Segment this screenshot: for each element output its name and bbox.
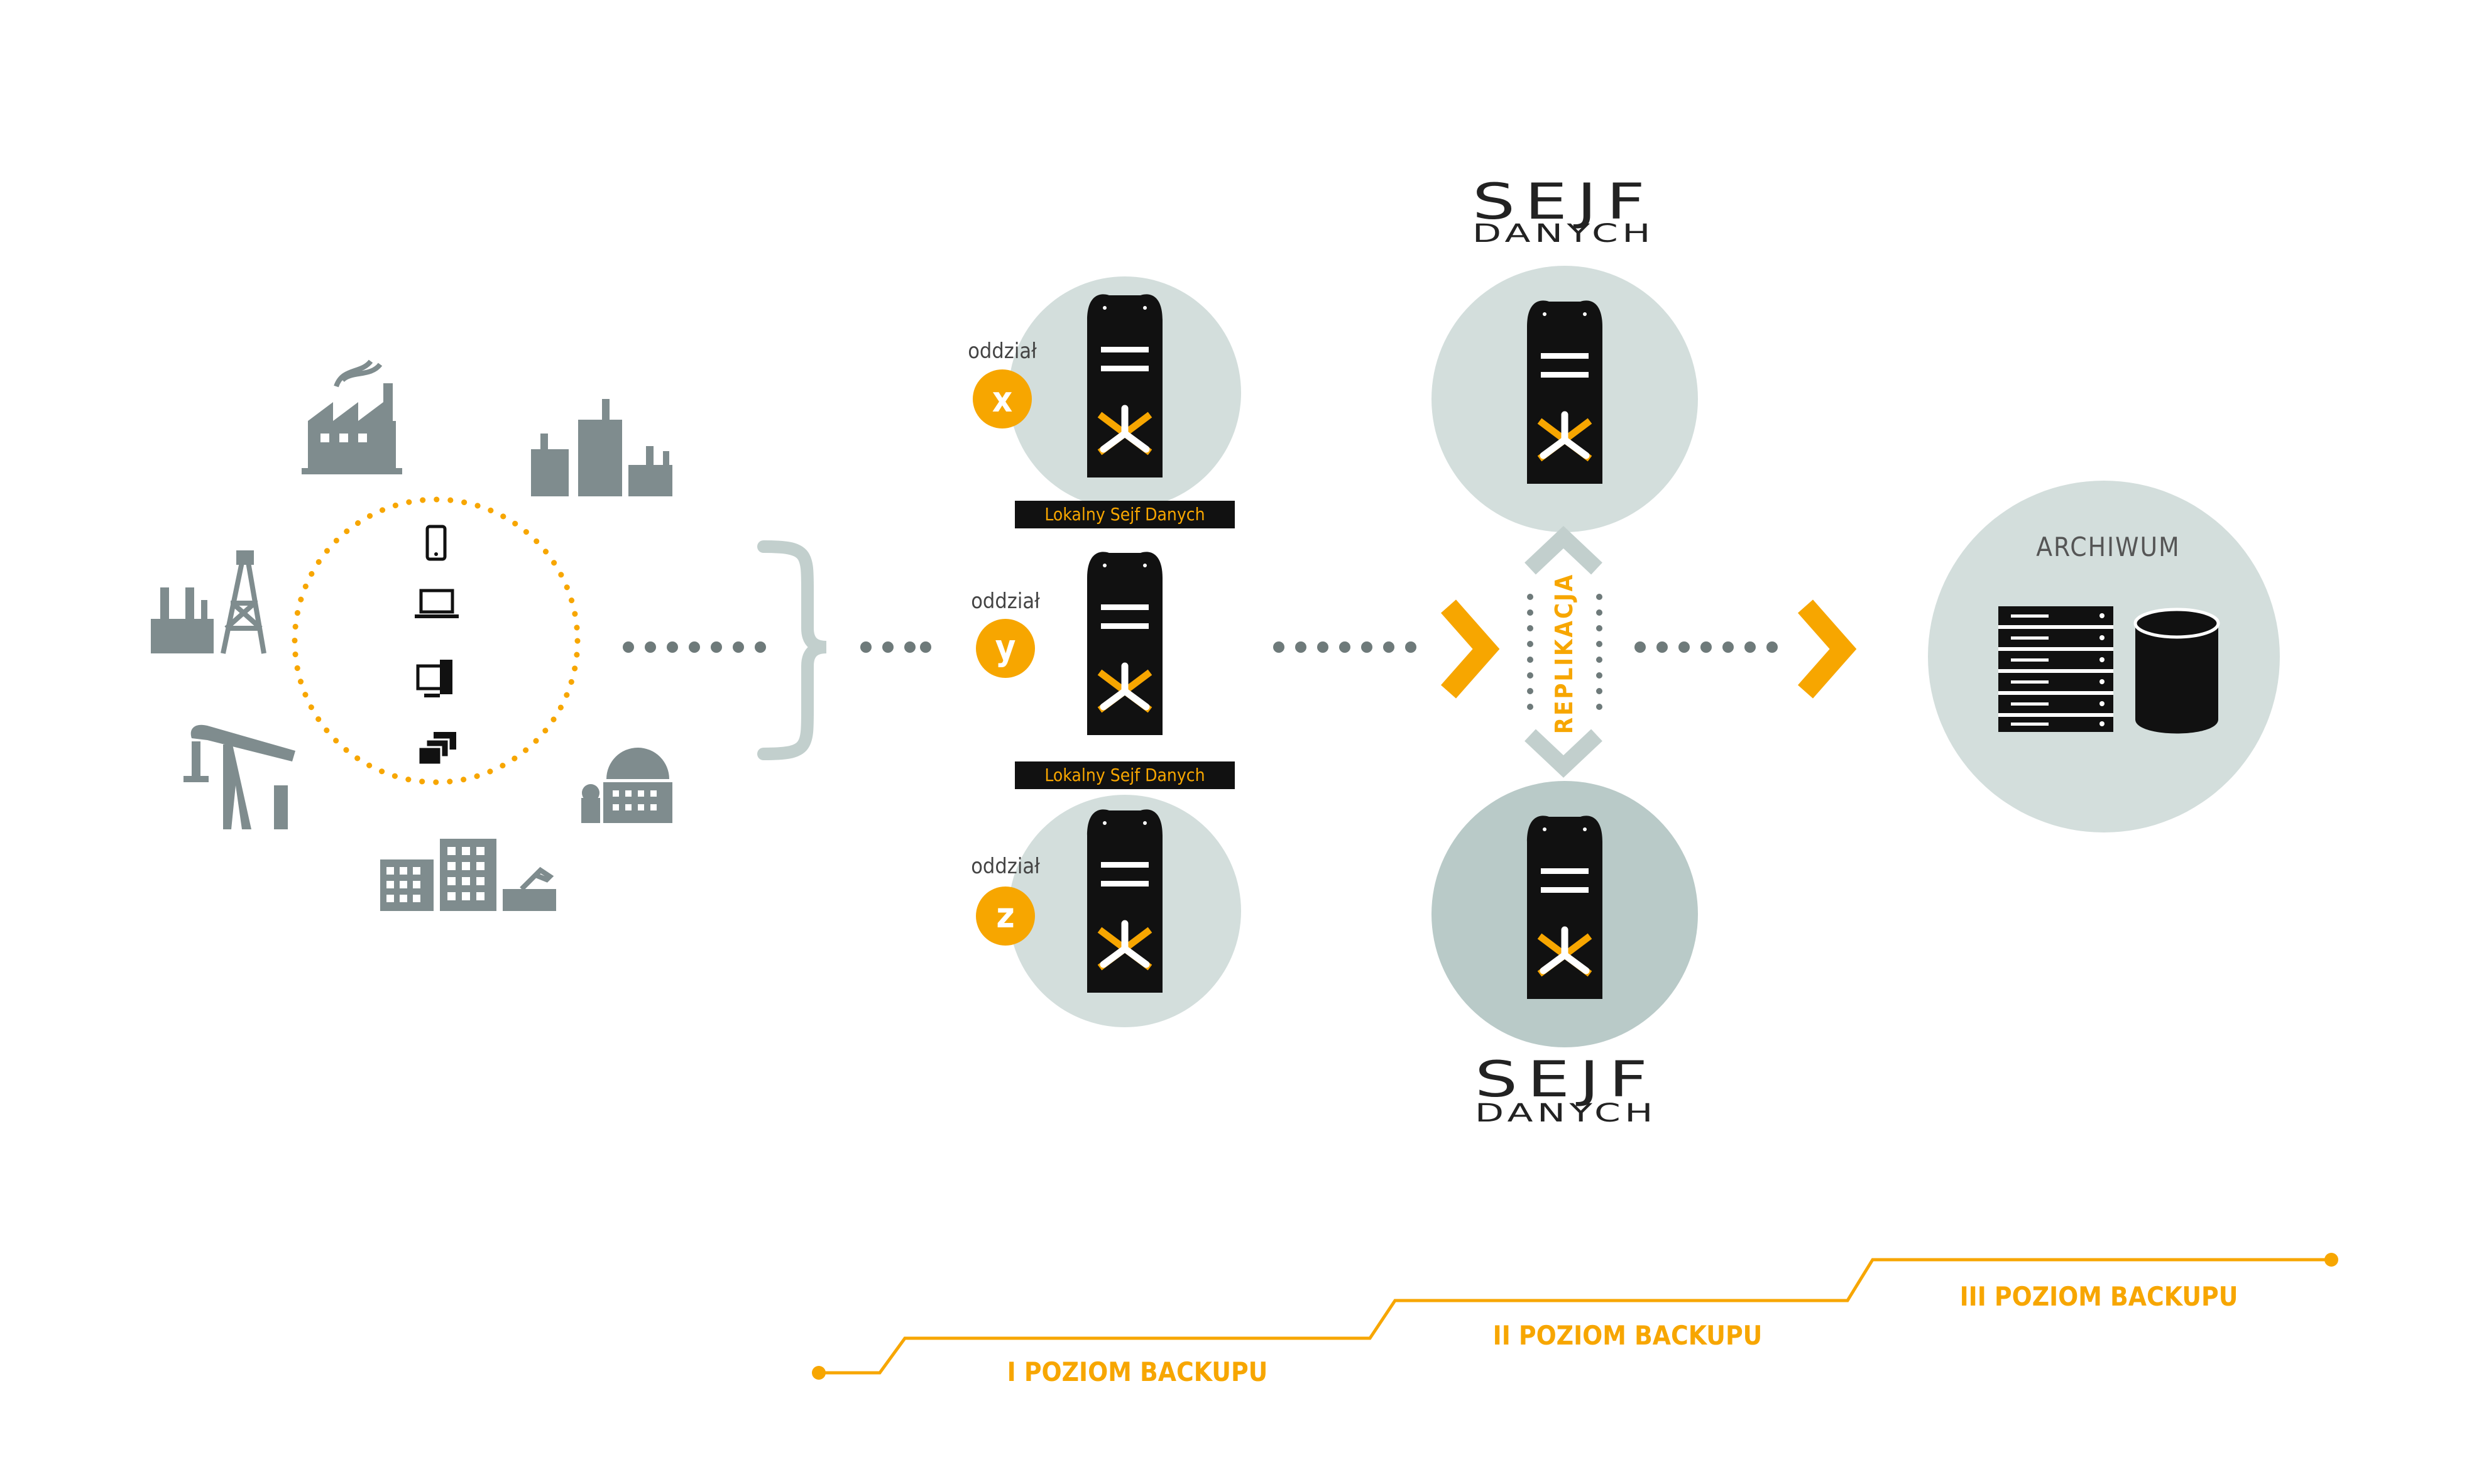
branch-x-letter: x	[992, 379, 1012, 420]
industrial-plant-icon	[531, 399, 672, 496]
brand-bottom: SEJF DANYCH	[1475, 1052, 1657, 1128]
devices-circle	[292, 496, 581, 785]
branch-y-prefix: oddział	[971, 589, 1040, 614]
brand-bottom-line2: DANYCH	[1475, 1099, 1657, 1128]
brand-bottom-line1: SEJF	[1475, 1052, 1657, 1108]
factory-smoke-icon	[302, 359, 402, 474]
domed-building-icon	[581, 748, 672, 823]
central-safe-bottom	[1431, 781, 1698, 1047]
connector-dots-2	[860, 641, 931, 653]
branch-x: oddział x Lokalny Sejf Danych	[968, 276, 1241, 528]
refinery-icon	[151, 587, 214, 653]
connector-dots-3	[1273, 641, 1416, 653]
archive-label: ARCHIWUM	[2036, 532, 2181, 562]
branch-y-tag: Lokalny Sejf Danych	[1044, 765, 1205, 785]
arrow-chevron-1	[1441, 599, 1500, 699]
laptop-icon	[415, 589, 459, 618]
branch-y-letter: y	[995, 628, 1016, 668]
branch-x-prefix: oddział	[968, 339, 1037, 364]
server-rack-icon	[1998, 606, 2113, 732]
brand-top: SEJF DANYCH	[1472, 174, 1655, 248]
brand-top-line1: SEJF	[1472, 174, 1655, 231]
replication-arrows: REPLIKACJA	[1524, 526, 1602, 778]
level-end-dot	[2324, 1253, 2338, 1267]
files-icon	[417, 732, 456, 766]
branch-y-badge	[976, 619, 1035, 678]
office-buildings-icon	[380, 839, 556, 911]
connector-dots-4	[1634, 641, 1778, 653]
level-staircase-line	[819, 1258, 2331, 1375]
branch-x-tag: Lokalny Sejf Danych	[1044, 504, 1205, 525]
level-3-label: III POZIOM BACKUPU	[1960, 1281, 2238, 1312]
branch-x-tag-bg	[1015, 501, 1235, 528]
level-2-label: II POZIOM BACKUPU	[1493, 1320, 1763, 1351]
desktop-computer-icon	[416, 660, 452, 697]
branch-z: oddział z	[971, 795, 1241, 1027]
archive: ARCHIWUM	[1928, 481, 2280, 832]
brand-top-line2: DANYCH	[1472, 219, 1655, 248]
branch-y-tag-bg	[1015, 761, 1235, 789]
smartphone-icon	[425, 525, 447, 561]
backup-levels: I POZIOM BACKUPU II POZIOM BACKUPU III P…	[812, 1253, 2338, 1387]
level-start-dot	[812, 1366, 826, 1380]
grouping-brace	[757, 540, 827, 760]
branch-x-badge	[973, 369, 1032, 428]
level-1-label: I POZIOM BACKUPU	[1007, 1356, 1268, 1387]
branch-y: oddział y Lokalny Sejf Danych	[971, 552, 1235, 789]
replication-label: REPLIKACJA	[1550, 573, 1578, 734]
connector-dots-1	[623, 641, 766, 653]
branch-z-badge	[976, 887, 1035, 946]
central-safe-top	[1431, 266, 1698, 532]
pumpjack-icon	[183, 724, 295, 829]
branch-z-letter: z	[996, 895, 1014, 936]
branch-z-prefix: oddział	[971, 854, 1040, 879]
oil-derrick-icon	[221, 550, 266, 654]
database-cylinder-icon	[2133, 608, 2220, 734]
arrow-chevron-2	[1798, 599, 1857, 699]
